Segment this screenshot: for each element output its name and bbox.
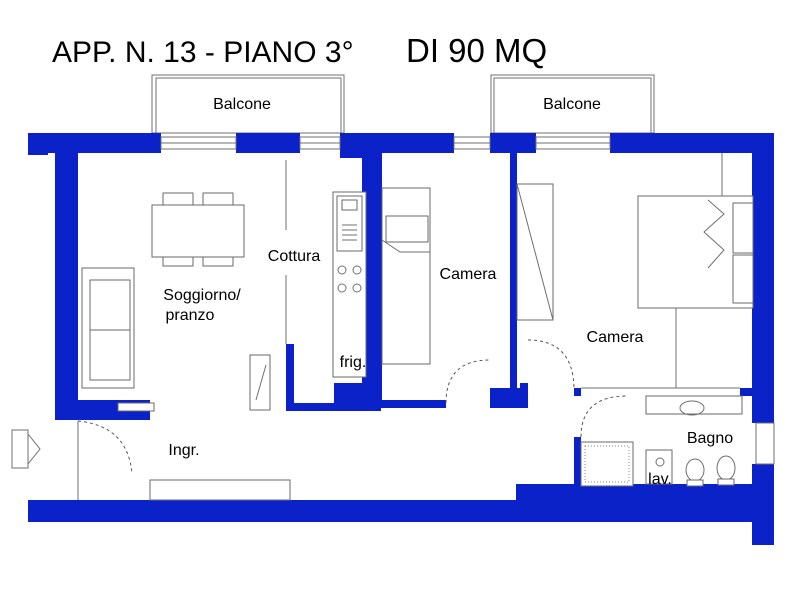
sofa [81,267,135,389]
plan-title-prefix: APP. N. 13 - PIANO 3° [52,36,354,69]
bedroom-2-label: Camera [587,329,644,346]
bedroom-1-door-swing [445,359,491,404]
bathroom-label: Bagno [687,430,733,447]
wardrobe [516,183,554,321]
balcony-right [490,74,655,134]
windows [160,136,775,465]
washbasin-icon [645,395,743,416]
balcony-left-label: Balcone [213,96,271,113]
washbasin-label: lav. [648,471,672,488]
bidet-icon [716,455,736,486]
kitchen-counter [332,191,367,378]
entrance-arrow-icon [11,429,41,469]
bedroom-1-label: Camera [440,266,497,283]
kitchen-label: Cottura [268,248,321,265]
shelf [117,402,155,412]
single-bed [381,187,431,365]
dining-table [151,192,245,267]
laundry-box [645,449,673,485]
balcony-right-label: Balcone [543,96,601,113]
bedroom-2-door-swing [527,339,575,389]
entrance-door-swing [77,420,133,475]
walls [28,133,774,545]
shower-tray [580,441,634,487]
living-label-line2: pranzo [166,307,215,324]
bathroom-door-swing [580,395,628,438]
living-label-line1: Soggiorno/ [163,287,241,304]
cabinet [249,354,271,411]
toilet-icon [685,458,705,487]
double-bed [637,195,754,309]
console [149,479,291,501]
fridge-label: frig. [340,354,367,371]
entrance-label: Ingr. [168,442,199,459]
plan-title-suffix: DI 90 MQ [406,32,547,69]
